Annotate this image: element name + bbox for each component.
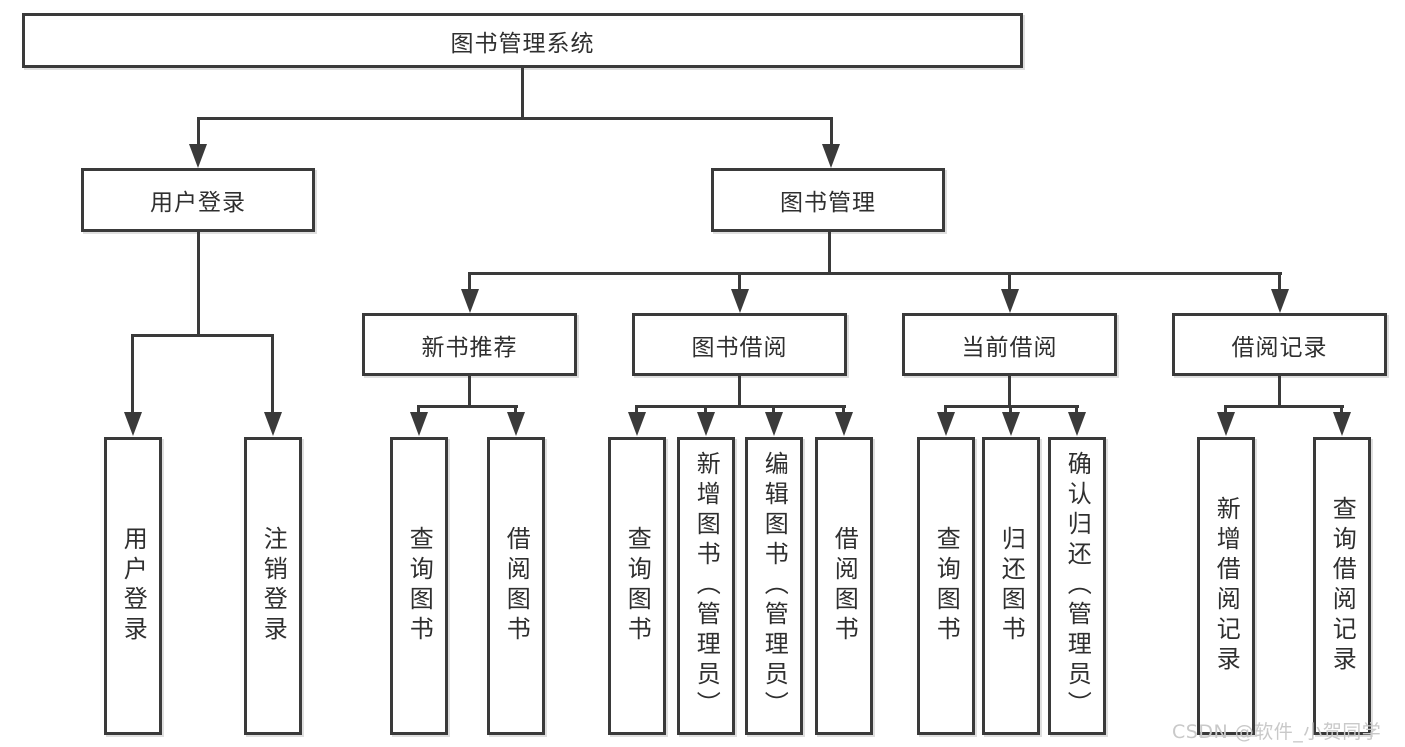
connector-to-user-login — [197, 117, 200, 147]
csdn-watermark: CSDN @软件_小贺同学 — [1172, 721, 1382, 743]
node-leaf-borrow-books-recommend-label: 借阅图书 — [502, 526, 531, 646]
connector-root-bracket — [197, 117, 833, 120]
connector-user-login-bracket — [131, 334, 274, 337]
node-leaf-add-borrow-record: 新增借阅记录 — [1197, 437, 1255, 735]
arrowhead-book-borrow — [731, 289, 749, 313]
arrowhead-user-login — [189, 144, 207, 168]
node-leaf-borrow-books: 借阅图书 — [815, 437, 873, 735]
connector-drop-confirm-return — [1075, 405, 1078, 415]
arrowhead-query3 — [937, 412, 955, 436]
node-root-label: 图书管理系统 — [450, 30, 595, 57]
node-new-book-recommend-label: 新书推荐 — [421, 334, 518, 361]
connector-drop-return-book — [1009, 405, 1012, 415]
node-new-book-recommend: 新书推荐 — [362, 313, 577, 376]
node-leaf-logout: 注销登录 — [244, 437, 302, 735]
arrowhead-query2 — [628, 412, 646, 436]
connector-user-login-stub — [197, 232, 200, 336]
node-leaf-borrow-books-label: 借阅图书 — [830, 526, 859, 646]
connector-drop-query-record — [1340, 405, 1343, 415]
arrowhead-edit-book — [765, 412, 783, 436]
node-leaf-query-books-recommend-label: 查询图书 — [405, 526, 434, 646]
node-leaf-user-login-label: 用户登录 — [119, 526, 148, 646]
node-leaf-query-books-current: 查询图书 — [917, 437, 975, 735]
connector-book-borrow-bracket — [636, 405, 846, 408]
connector-book-management-bracket — [468, 272, 1282, 275]
connector-to-book-management — [830, 117, 833, 147]
node-leaf-confirm-return-admin-label: 确认归还（管理员） — [1063, 451, 1092, 721]
node-leaf-add-books-admin-label: 新增图书（管理员） — [692, 451, 721, 721]
node-book-management-label: 图书管理 — [780, 190, 876, 216]
node-leaf-add-books-admin: 新增图书（管理员） — [677, 437, 735, 735]
node-borrow-records-label: 借阅记录 — [1231, 334, 1328, 361]
arrowhead-confirm-return — [1068, 412, 1086, 436]
node-leaf-query-books-recommend: 查询图书 — [390, 437, 448, 735]
arrowhead-add-book — [697, 412, 715, 436]
arrowhead-add-record — [1217, 412, 1235, 436]
node-leaf-add-borrow-record-label: 新增借阅记录 — [1212, 496, 1241, 676]
connector-current-borrow-stub — [1008, 376, 1011, 407]
arrowhead-return-book — [1002, 412, 1020, 436]
arrowhead-query1 — [410, 412, 428, 436]
node-leaf-return-books-label: 归还图书 — [997, 526, 1026, 646]
node-book-borrow-label: 图书借阅 — [691, 334, 788, 361]
connector-drop-query2 — [635, 405, 638, 415]
node-leaf-user-login: 用户登录 — [104, 437, 162, 735]
node-borrow-records: 借阅记录 — [1172, 313, 1387, 376]
connector-drop-login — [131, 334, 134, 414]
arrowhead-borrow2 — [835, 412, 853, 436]
node-root: 图书管理系统 — [22, 13, 1023, 68]
arrowhead-borrow1 — [507, 412, 525, 436]
arrowhead-book-management — [822, 144, 840, 168]
node-leaf-edit-books-admin-label: 编辑图书（管理员） — [760, 451, 789, 721]
node-leaf-query-books-current-label: 查询图书 — [932, 526, 961, 646]
arrowhead-login — [124, 412, 142, 436]
connector-current-borrow-bracket — [945, 405, 1079, 408]
connector-borrow-records-stub — [1278, 376, 1281, 407]
connector-to-book-borrow — [738, 272, 741, 290]
connector-to-current-borrow — [1008, 272, 1011, 290]
node-leaf-query-borrow-record-label: 查询借阅记录 — [1328, 496, 1357, 676]
connector-to-borrow-records — [1278, 272, 1281, 290]
arrowhead-logout — [264, 412, 282, 436]
node-book-management: 图书管理 — [711, 168, 945, 232]
connector-book-borrow-stub — [738, 376, 741, 407]
connector-drop-add-book — [704, 405, 707, 415]
connector-drop-borrow2 — [842, 405, 845, 415]
connector-drop-query1 — [417, 405, 420, 415]
connector-new-book-bracket — [418, 405, 518, 408]
connector-drop-add-record — [1224, 405, 1227, 415]
node-leaf-confirm-return-admin: 确认归还（管理员） — [1048, 437, 1106, 735]
node-leaf-query-books-borrow: 查询图书 — [608, 437, 666, 735]
connector-drop-query3 — [944, 405, 947, 415]
arrowhead-borrow-records — [1271, 289, 1289, 313]
node-user-login-label: 用户登录 — [150, 190, 246, 216]
node-book-borrow: 图书借阅 — [632, 313, 847, 376]
node-leaf-edit-books-admin: 编辑图书（管理员） — [745, 437, 803, 735]
node-current-borrow-label: 当前借阅 — [961, 334, 1058, 361]
connector-drop-logout — [271, 334, 274, 414]
node-leaf-query-borrow-record: 查询借阅记录 — [1313, 437, 1371, 735]
node-user-login: 用户登录 — [81, 168, 315, 232]
arrowhead-query-record — [1333, 412, 1351, 436]
node-leaf-return-books: 归还图书 — [982, 437, 1040, 735]
connector-drop-borrow1 — [514, 405, 517, 415]
arrowhead-current-borrow — [1001, 289, 1019, 313]
connector-book-management-stub — [828, 232, 831, 274]
arrowhead-new-book — [461, 289, 479, 313]
connector-root-stub — [521, 68, 524, 120]
connector-to-new-book — [468, 272, 471, 290]
connector-borrow-records-bracket — [1225, 405, 1344, 408]
node-leaf-borrow-books-recommend: 借阅图书 — [487, 437, 545, 735]
connector-new-book-stub — [468, 376, 471, 407]
connector-drop-edit-book — [772, 405, 775, 415]
node-leaf-logout-label: 注销登录 — [259, 526, 288, 646]
node-leaf-query-books-borrow-label: 查询图书 — [623, 526, 652, 646]
node-current-borrow: 当前借阅 — [902, 313, 1117, 376]
